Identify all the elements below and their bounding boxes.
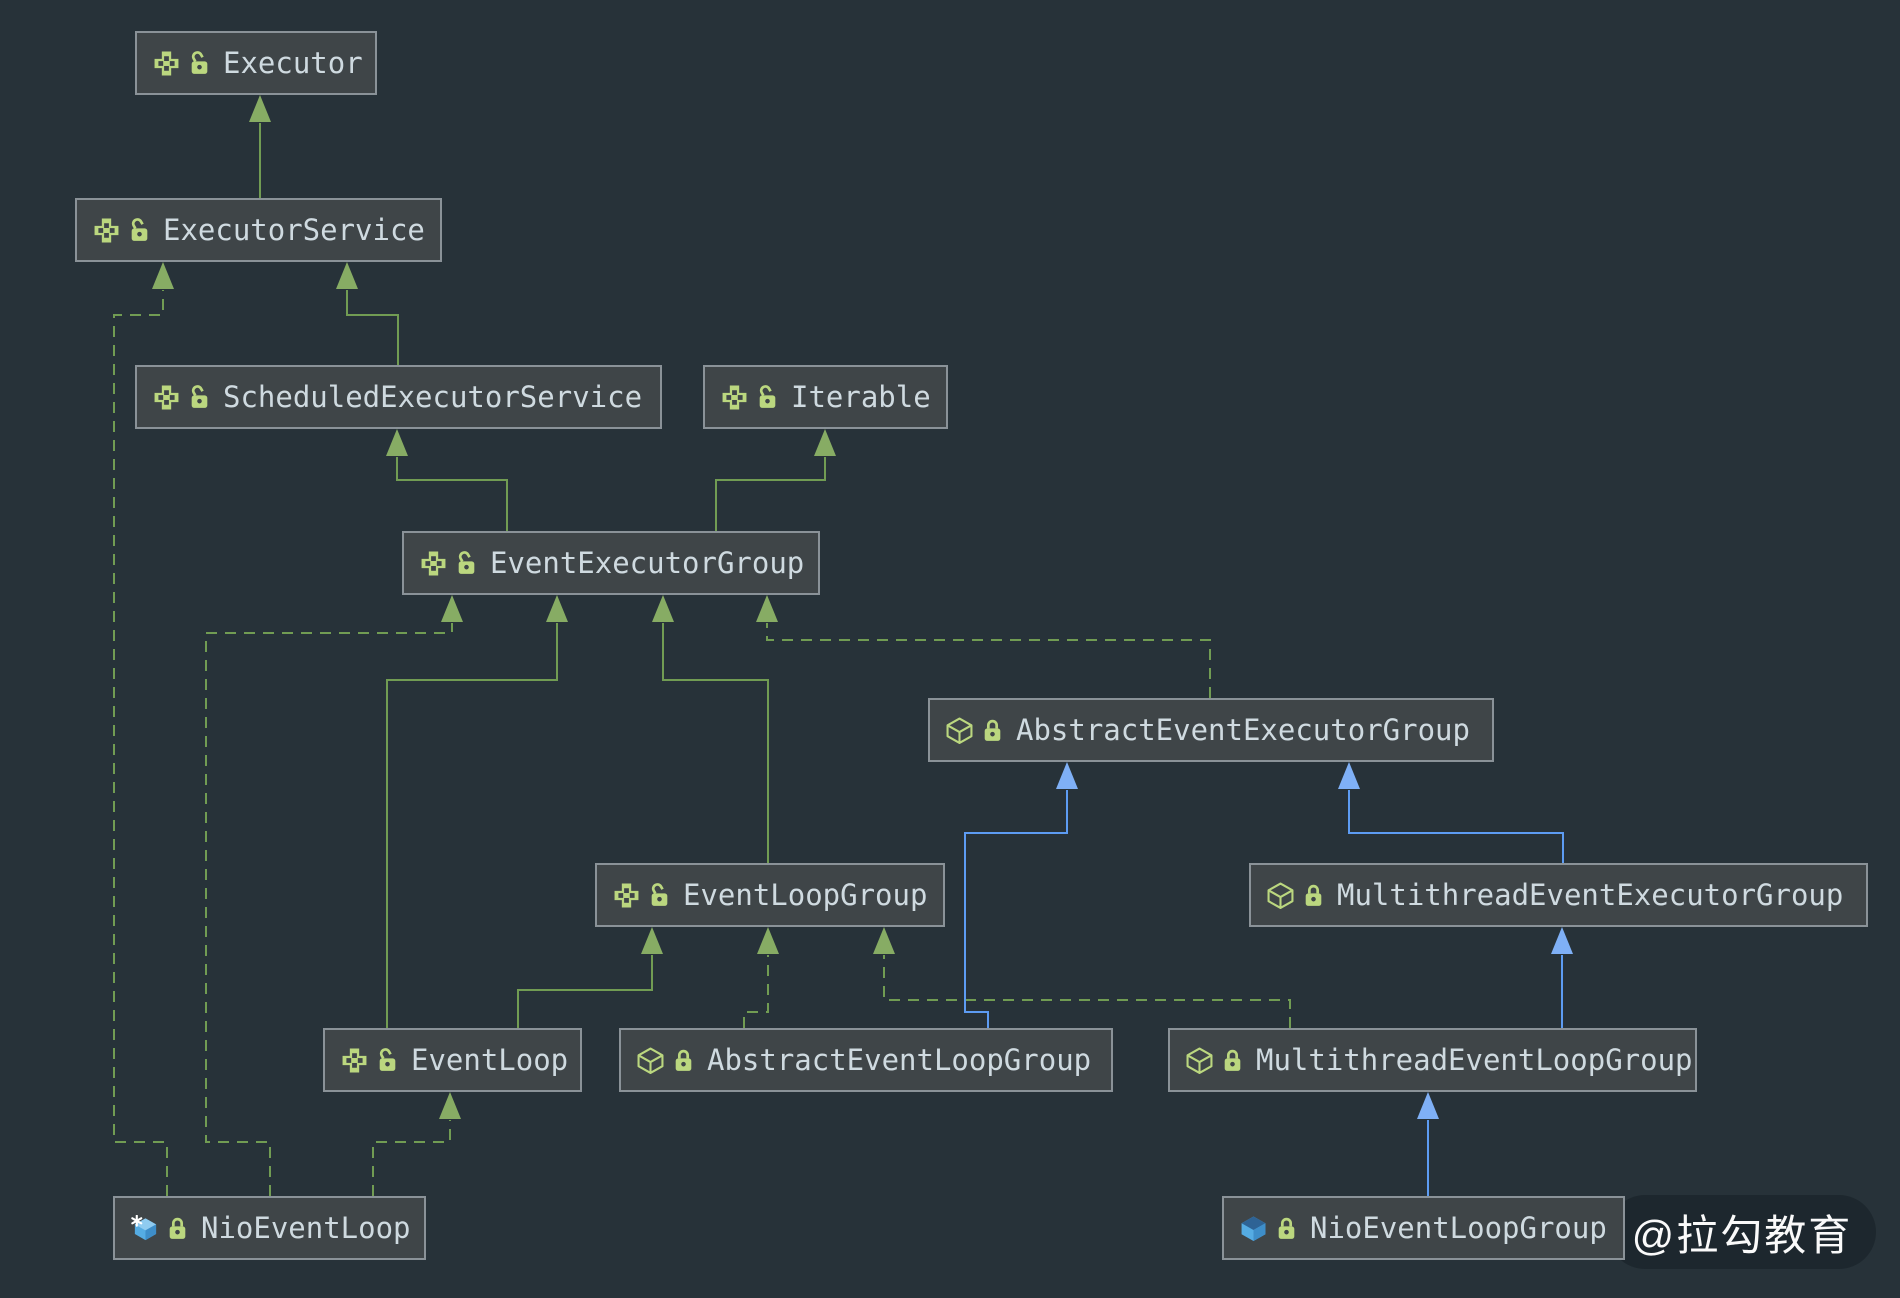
lock-open-icon — [378, 1048, 397, 1073]
node-label: MultithreadEventLoopGroup — [1256, 1043, 1693, 1077]
edge-nioeventloop-to-eventexecutorgroup — [205, 595, 463, 1196]
interface-icon — [341, 1047, 368, 1074]
edge-abstracteventexecutorgroup-to-eventexecutorgroup — [756, 595, 1211, 698]
lock-closed-icon — [168, 1216, 187, 1241]
lock-open-icon — [190, 385, 209, 410]
lock-open-icon — [130, 218, 149, 243]
node-nio-event-loop[interactable]: NioEventLoop — [113, 1196, 426, 1260]
lock-open-icon — [457, 551, 476, 576]
node-label: EventLoop — [411, 1043, 569, 1077]
node-multithread-event-executor-group[interactable]: MultithreadEventExecutorGroup — [1249, 863, 1868, 927]
edge-eventexecutorgroup-to-scheduledexecutorservice — [386, 429, 508, 531]
node-iterable[interactable]: Iterable — [703, 365, 948, 429]
node-label: ExecutorService — [163, 213, 425, 247]
node-label: Executor — [223, 46, 363, 80]
node-scheduled-executor-service[interactable]: ScheduledExecutorService — [135, 365, 662, 429]
node-label: NioEventLoop — [201, 1211, 411, 1245]
edge-multithreadeventloopgroup-to-multithreadeventexecutorgroup — [1551, 927, 1573, 1028]
node-label: AbstractEventLoopGroup — [707, 1043, 1092, 1077]
node-nio-event-loop-group[interactable]: NioEventLoopGroup — [1222, 1196, 1625, 1260]
watermark-badge: @拉勾教育 — [1608, 1195, 1876, 1269]
edge-nioeventloop-to-eventloop — [372, 1092, 461, 1196]
lock-closed-icon — [674, 1048, 693, 1073]
node-label: MultithreadEventExecutorGroup — [1337, 878, 1844, 912]
edge-nioeventloop-to-executorservice — [113, 262, 174, 1196]
interface-icon — [721, 384, 748, 411]
edge-abstracteventloopgroup-to-abstracteventexecutorgroup — [964, 762, 1078, 1028]
interface-icon — [613, 882, 640, 909]
abstract-class-icon — [637, 1047, 664, 1074]
lock-closed-icon — [1223, 1048, 1242, 1073]
node-abstract-event-loop-group[interactable]: AbstractEventLoopGroup — [619, 1028, 1113, 1092]
lock-open-icon — [650, 883, 669, 908]
interface-icon — [153, 384, 180, 411]
edge-eventloop-to-eventexecutorgroup — [386, 595, 568, 1028]
edge-executorservice-to-executor — [249, 95, 271, 198]
lock-open-icon — [190, 51, 209, 76]
node-label: Iterable — [791, 380, 931, 414]
abstract-class-icon — [1186, 1047, 1213, 1074]
node-label: EventLoopGroup — [683, 878, 928, 912]
node-executor[interactable]: Executor — [135, 31, 377, 95]
abstract-class-icon — [1267, 882, 1294, 909]
class-icon — [1240, 1215, 1267, 1242]
edge-abstracteventloopgroup-to-eventloopgroup — [743, 927, 779, 1028]
lock-closed-icon — [1304, 883, 1323, 908]
edge-eventexecutorgroup-to-iterable — [715, 429, 836, 531]
node-label: NioEventLoopGroup — [1310, 1211, 1607, 1245]
lock-closed-icon — [1277, 1216, 1296, 1241]
lock-open-icon — [758, 385, 777, 410]
node-label: EventExecutorGroup — [490, 546, 805, 580]
edge-multithreadeventloopgroup-to-eventloopgroup — [873, 927, 1291, 1028]
node-event-executor-group[interactable]: EventExecutorGroup — [402, 531, 820, 595]
edge-nioeventloopgroup-to-multithreadeventloopgroup — [1417, 1092, 1439, 1196]
edge-scheduledexecutorservice-to-executorservice — [336, 262, 399, 365]
interface-icon — [93, 217, 120, 244]
edge-eventloop-to-eventloopgroup — [517, 927, 663, 1028]
final-class-icon — [131, 1215, 158, 1242]
node-abstract-event-executor-group[interactable]: AbstractEventExecutorGroup — [928, 698, 1494, 762]
lock-closed-icon — [983, 718, 1002, 743]
edge-eventloopgroup-to-eventexecutorgroup — [652, 595, 769, 863]
node-label: AbstractEventExecutorGroup — [1016, 713, 1470, 747]
watermark-text: @拉勾教育 — [1631, 1211, 1853, 1259]
edge-multithreadeventexecutorgroup-to-abstracteventexecutorgroup — [1338, 762, 1564, 863]
node-event-loop[interactable]: EventLoop — [323, 1028, 582, 1092]
interface-icon — [153, 50, 180, 77]
node-executor-service[interactable]: ExecutorService — [75, 198, 442, 262]
node-multithread-event-loop-group[interactable]: MultithreadEventLoopGroup — [1168, 1028, 1697, 1092]
abstract-class-icon — [946, 717, 973, 744]
interface-icon — [420, 550, 447, 577]
node-label: ScheduledExecutorService — [223, 380, 643, 414]
node-event-loop-group[interactable]: EventLoopGroup — [595, 863, 945, 927]
